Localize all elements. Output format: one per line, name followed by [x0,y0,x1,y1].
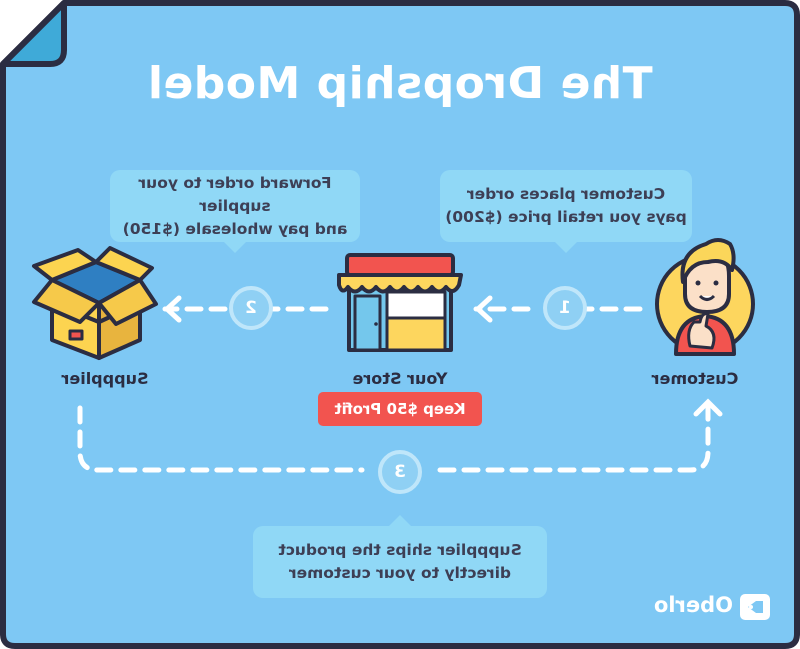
step-2-number: 2 [245,298,257,318]
brand-wordmark: Oberlo [654,590,770,622]
step-1-line-2: pays you retail price ($200) [445,208,687,226]
arrow-head-store [474,295,493,323]
supplier-label: Suppplier [61,369,149,388]
brand-name: Oberlo [653,593,733,617]
store-label: Your Store [352,369,448,388]
storefront-icon [337,253,463,352]
customer-thumbs-up-icon [655,238,755,356]
flow-lines [77,295,723,473]
step-1-line-1: Customer places order [466,185,666,203]
oberlo-logo-icon [740,594,770,620]
step-3-line-1: Suppplier ships the product [278,541,522,559]
step-3-bubble: Suppplier ships the product directly to … [253,526,547,598]
page-title: The Dropship Model [147,58,653,109]
customer-label: Customer [651,369,739,388]
profit-badge: Keep $50 Profit [318,392,482,426]
step-3-number: 3 [394,462,406,482]
step-2-line-1: Forward order to your supplier [138,173,332,215]
flow-line-supplier-to-customer [77,405,711,473]
step-1-circle [543,286,587,330]
step-2-bubble: Forward order to your supplier and pay w… [110,170,360,242]
step-circles [229,286,587,494]
folded-corner [0,0,67,67]
arrow-head-supplier [163,295,182,323]
step-1-number: 1 [559,298,571,318]
step-3-circle [378,450,422,494]
arrow-head-customer [693,398,723,417]
step-1-bubble: Customer places order pays you retail pr… [440,170,692,242]
step-2-line-2: and pay wholesale ($150) [122,219,348,238]
step-3-line-2: directly to your customer [288,564,512,582]
step-2-circle [229,286,273,330]
open-box-icon [32,246,158,360]
